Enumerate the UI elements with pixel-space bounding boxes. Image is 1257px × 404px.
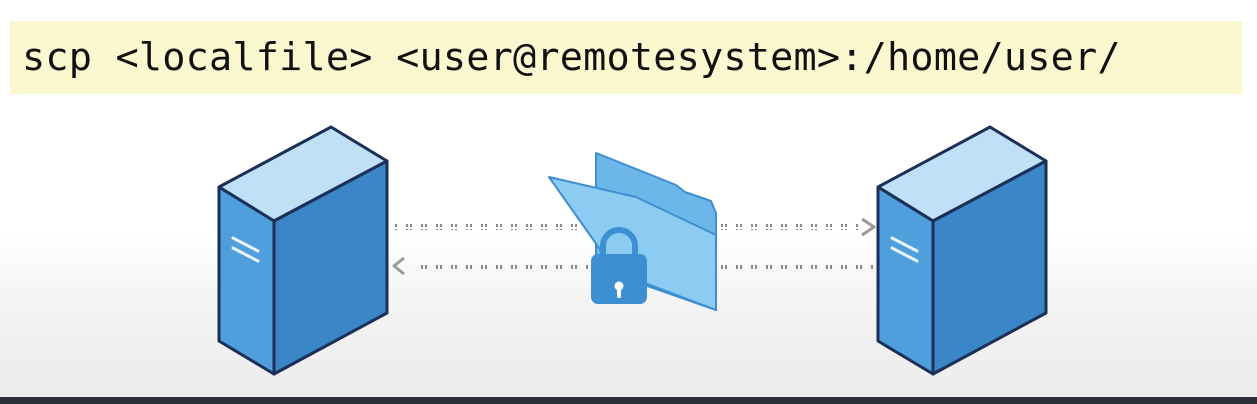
transfer-stream-to-remote-left — [393, 224, 578, 230]
remote-server-icon — [876, 125, 1048, 376]
transfer-stream-to-local-right — [718, 263, 873, 269]
arrowhead-right-icon — [861, 217, 876, 237]
command-banner: scp <localfile> <user@remotesystem>:/hom… — [10, 21, 1242, 94]
padlock-icon — [591, 227, 647, 304]
local-server-icon — [217, 125, 389, 376]
scp-command-text: scp <localfile> <user@remotesystem>:/hom… — [22, 35, 1121, 80]
bottom-edge-bar — [0, 397, 1257, 404]
transfer-stream-to-remote-right — [720, 217, 876, 237]
arrowhead-left-icon — [392, 256, 405, 276]
transfer-stream-to-local-left — [392, 256, 589, 276]
